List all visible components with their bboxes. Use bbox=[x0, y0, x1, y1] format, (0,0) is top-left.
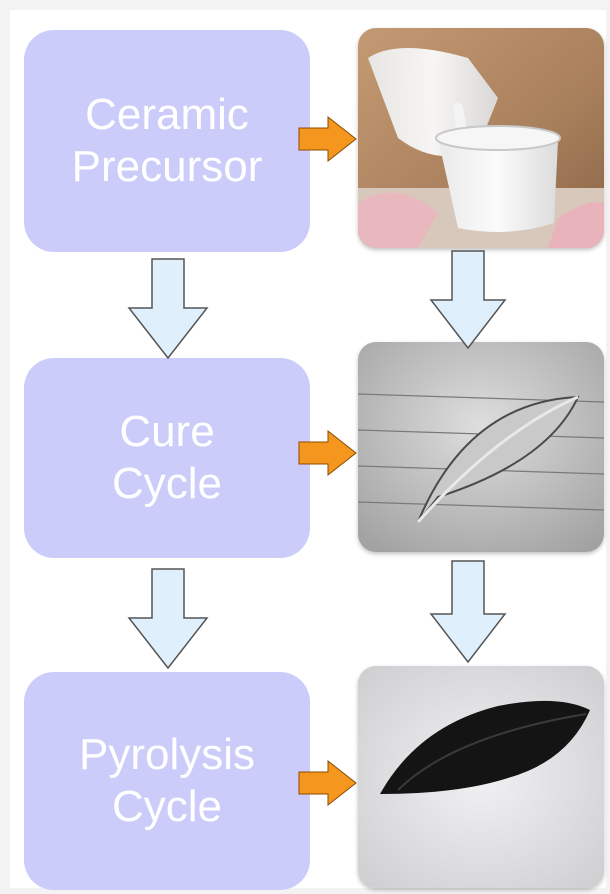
pyrolyzed-black-strip-photo-icon bbox=[358, 666, 604, 888]
down-arrow-3-icon bbox=[128, 568, 208, 670]
step-ceramic-precursor: Ceramic Precursor bbox=[24, 30, 310, 252]
step-label-line2: Cycle bbox=[79, 781, 255, 833]
photo-ceramic-precursor bbox=[358, 28, 604, 248]
right-arrow-3-icon bbox=[298, 760, 358, 806]
photo-pyrolysis-cycle bbox=[358, 666, 604, 888]
photo-cure-cycle bbox=[358, 342, 604, 552]
step-cure-cycle: Cure Cycle bbox=[24, 358, 310, 558]
step-pyrolysis-cycle: Pyrolysis Cycle bbox=[24, 672, 310, 890]
down-arrow-1-icon bbox=[128, 258, 208, 360]
right-arrow-2-icon bbox=[298, 430, 358, 476]
pouring-liquid-photo-icon bbox=[358, 28, 604, 248]
down-arrow-4-icon bbox=[430, 560, 506, 664]
step-label-line1: Cure bbox=[112, 406, 222, 458]
step-label-line1: Ceramic bbox=[72, 89, 263, 141]
step-label-line2: Precursor bbox=[72, 141, 263, 193]
down-arrow-2-icon bbox=[430, 250, 506, 350]
cured-curved-strip-photo-icon bbox=[358, 342, 604, 552]
step-label-line1: Pyrolysis bbox=[79, 729, 255, 781]
right-arrow-1-icon bbox=[298, 116, 358, 162]
step-label-line2: Cycle bbox=[112, 458, 222, 510]
